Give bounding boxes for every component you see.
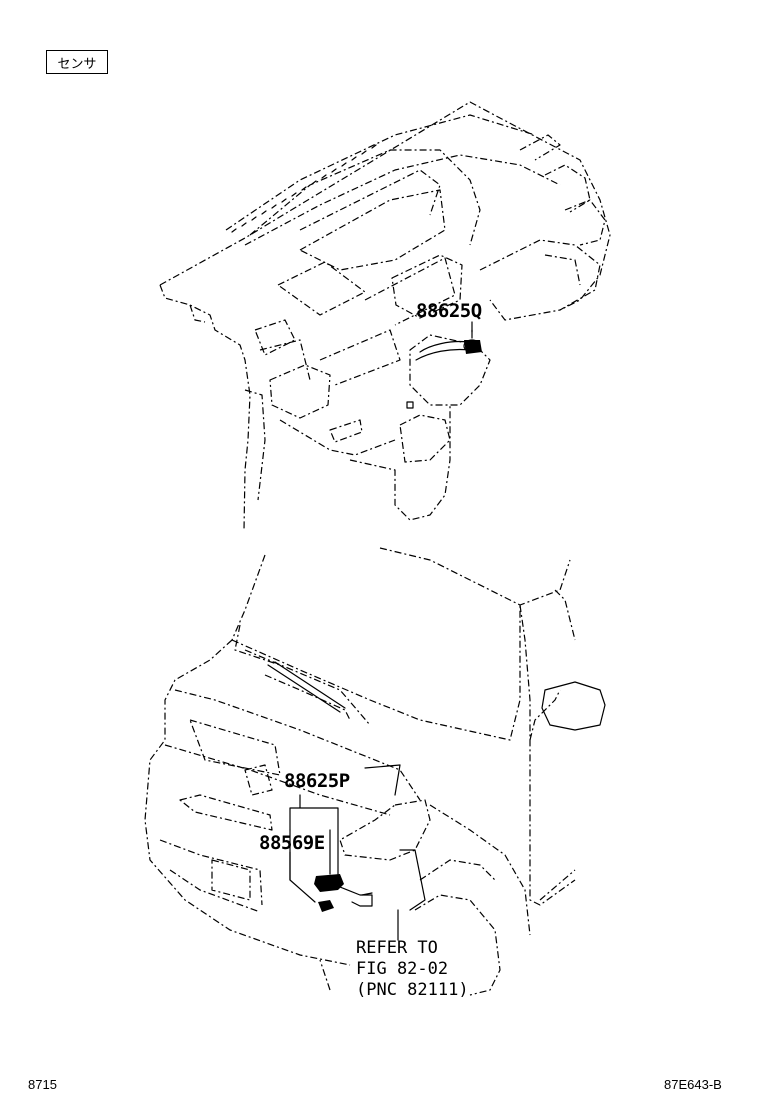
reference-line-1: REFER TO bbox=[356, 938, 438, 958]
instrument-panel-illustration bbox=[159, 101, 611, 531]
reference-line-3: (PNC 82111) bbox=[356, 980, 469, 1000]
reference-line-2: FIG 82-02 bbox=[356, 959, 449, 979]
footer-page-code: 8715 bbox=[28, 1077, 57, 1092]
section-tag: センサ bbox=[46, 50, 108, 74]
leader-lines bbox=[289, 321, 473, 881]
part-number-88625q: 88625Q bbox=[416, 300, 482, 322]
vehicle-front-illustration bbox=[144, 547, 606, 996]
part-number-88569e: 88569E bbox=[259, 832, 325, 854]
part-number-88625p: 88625P bbox=[284, 770, 350, 792]
footer-figure-code: 87E643-B bbox=[664, 1077, 722, 1092]
